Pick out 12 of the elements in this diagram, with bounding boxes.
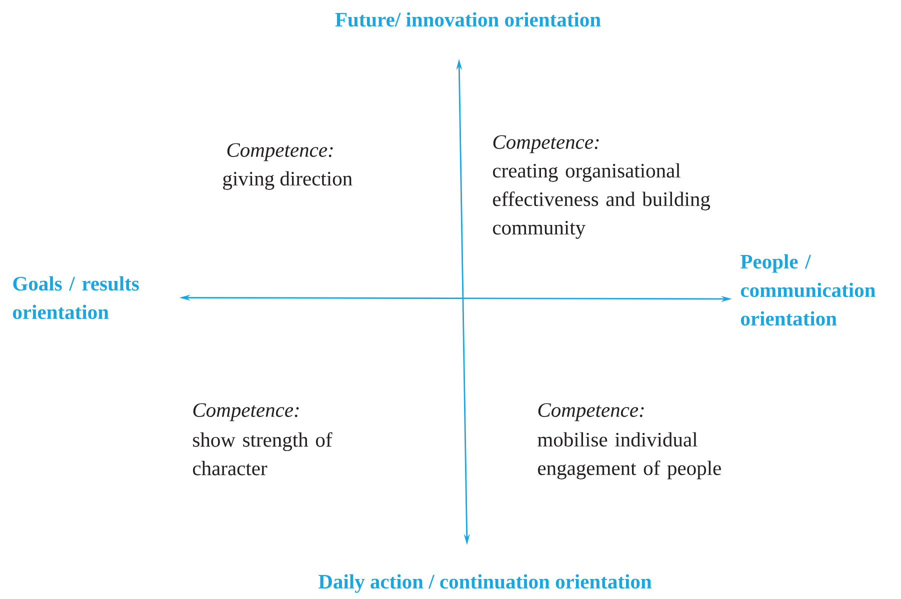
competence-text: mobilise individual engagement of people: [538, 432, 721, 480]
competence-heading: Competence:: [493, 135, 599, 154]
axis-label: People / communication orientation: [740, 254, 876, 326]
axis-label: Daily action / continuation orientation: [318, 574, 652, 593]
competence-heading: Competence:: [227, 143, 333, 162]
competence-heading: Competence:: [538, 403, 644, 422]
competence-text: show strength of character: [192, 432, 332, 476]
axis-label: Goals / results orientation: [12, 276, 139, 320]
competence-text: creating organisational effectiveness and building community: [493, 163, 710, 239]
competence-heading: Competence:: [193, 403, 299, 422]
competence-text: giving direction: [223, 171, 352, 190]
axis-label: Future/ innovation orientation: [335, 12, 601, 27]
